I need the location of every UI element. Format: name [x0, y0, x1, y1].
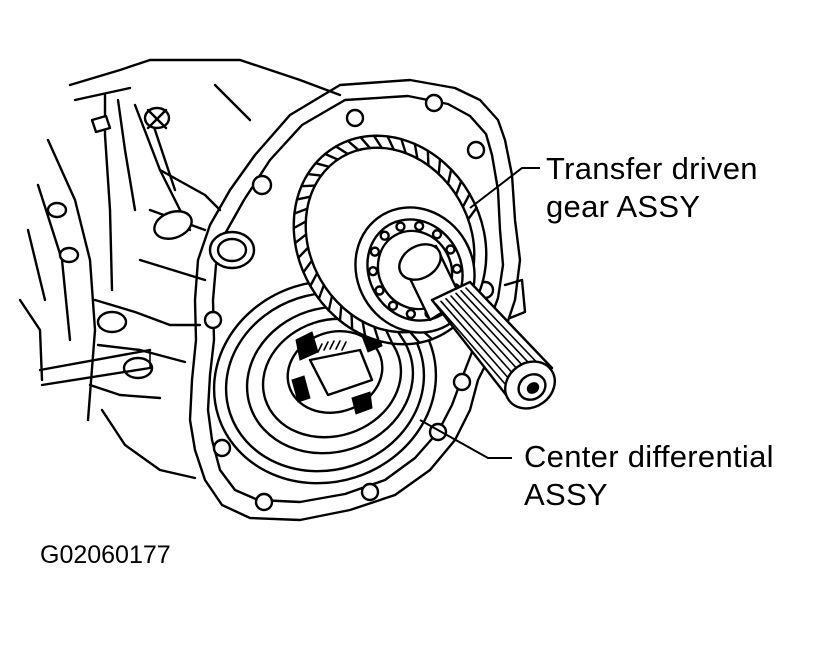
label-transfer-driven-gear: Transfer driven gear ASSY	[546, 150, 758, 226]
leader-line-transfer-gear	[469, 167, 540, 209]
transmission-case-icon	[18, 58, 342, 480]
label-line: Transfer driven	[546, 151, 758, 186]
leader-lines	[419, 167, 540, 459]
label-line: ASSY	[524, 477, 608, 512]
label-line: Center differential	[524, 439, 774, 474]
splined-shaft-icon	[398, 243, 556, 410]
label-line: gear ASSY	[546, 189, 701, 224]
leader-line-center-differential	[419, 419, 512, 459]
figure-id: G02060177	[40, 541, 171, 569]
label-center-differential: Center differential ASSY	[524, 438, 774, 514]
